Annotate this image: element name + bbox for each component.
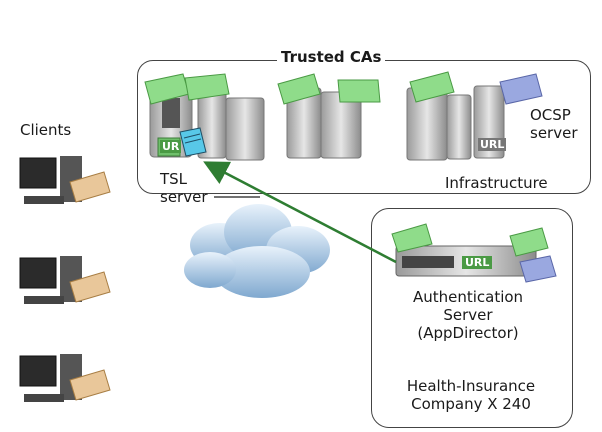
client-computer-1 <box>19 156 111 204</box>
tsl-server-label-line1: TSL <box>160 170 188 188</box>
certificate-icon <box>144 71 455 105</box>
client-computer-2 <box>19 256 111 304</box>
url-tag: URL <box>478 138 507 151</box>
ca-server-4 <box>406 87 472 161</box>
authentication-server-icon <box>391 223 557 283</box>
ca-server-3 <box>286 87 362 159</box>
tsl-request-arrow <box>203 161 397 264</box>
ocsp-server-label-line1: OCSP <box>530 106 571 124</box>
ca-server-2 <box>197 91 265 161</box>
url-tag: UR <box>160 140 182 153</box>
company-label-line2: Company X 240 <box>411 395 531 413</box>
authentication-server-label-line2: Server <box>443 306 493 324</box>
authentication-server-label: Authentication Server (AppDirector) <box>400 288 536 342</box>
trusted-cas-title: Trusted CAs <box>277 48 386 66</box>
infrastructure-label: Infrastructure <box>445 174 548 192</box>
ocsp-server-label: OCSP server <box>530 106 577 142</box>
company-label: Health-Insurance Company X 240 <box>385 377 557 413</box>
tsl-server-label: TSL server <box>160 170 207 206</box>
client-computer-3 <box>19 354 111 402</box>
url-tag: URL <box>462 256 493 269</box>
authentication-server-label-line1: Authentication <box>412 288 524 306</box>
tsl-server-label-line2: server <box>160 188 208 206</box>
certificate-icon <box>499 73 543 105</box>
company-label-line1: Health-Insurance <box>406 377 536 395</box>
ocsp-server-label-line2: server <box>530 124 578 142</box>
authentication-server-label-line3: (AppDirector) <box>417 324 519 342</box>
clients-label: Clients <box>20 121 72 139</box>
cloud-icon <box>184 204 330 298</box>
company-box <box>371 208 573 428</box>
